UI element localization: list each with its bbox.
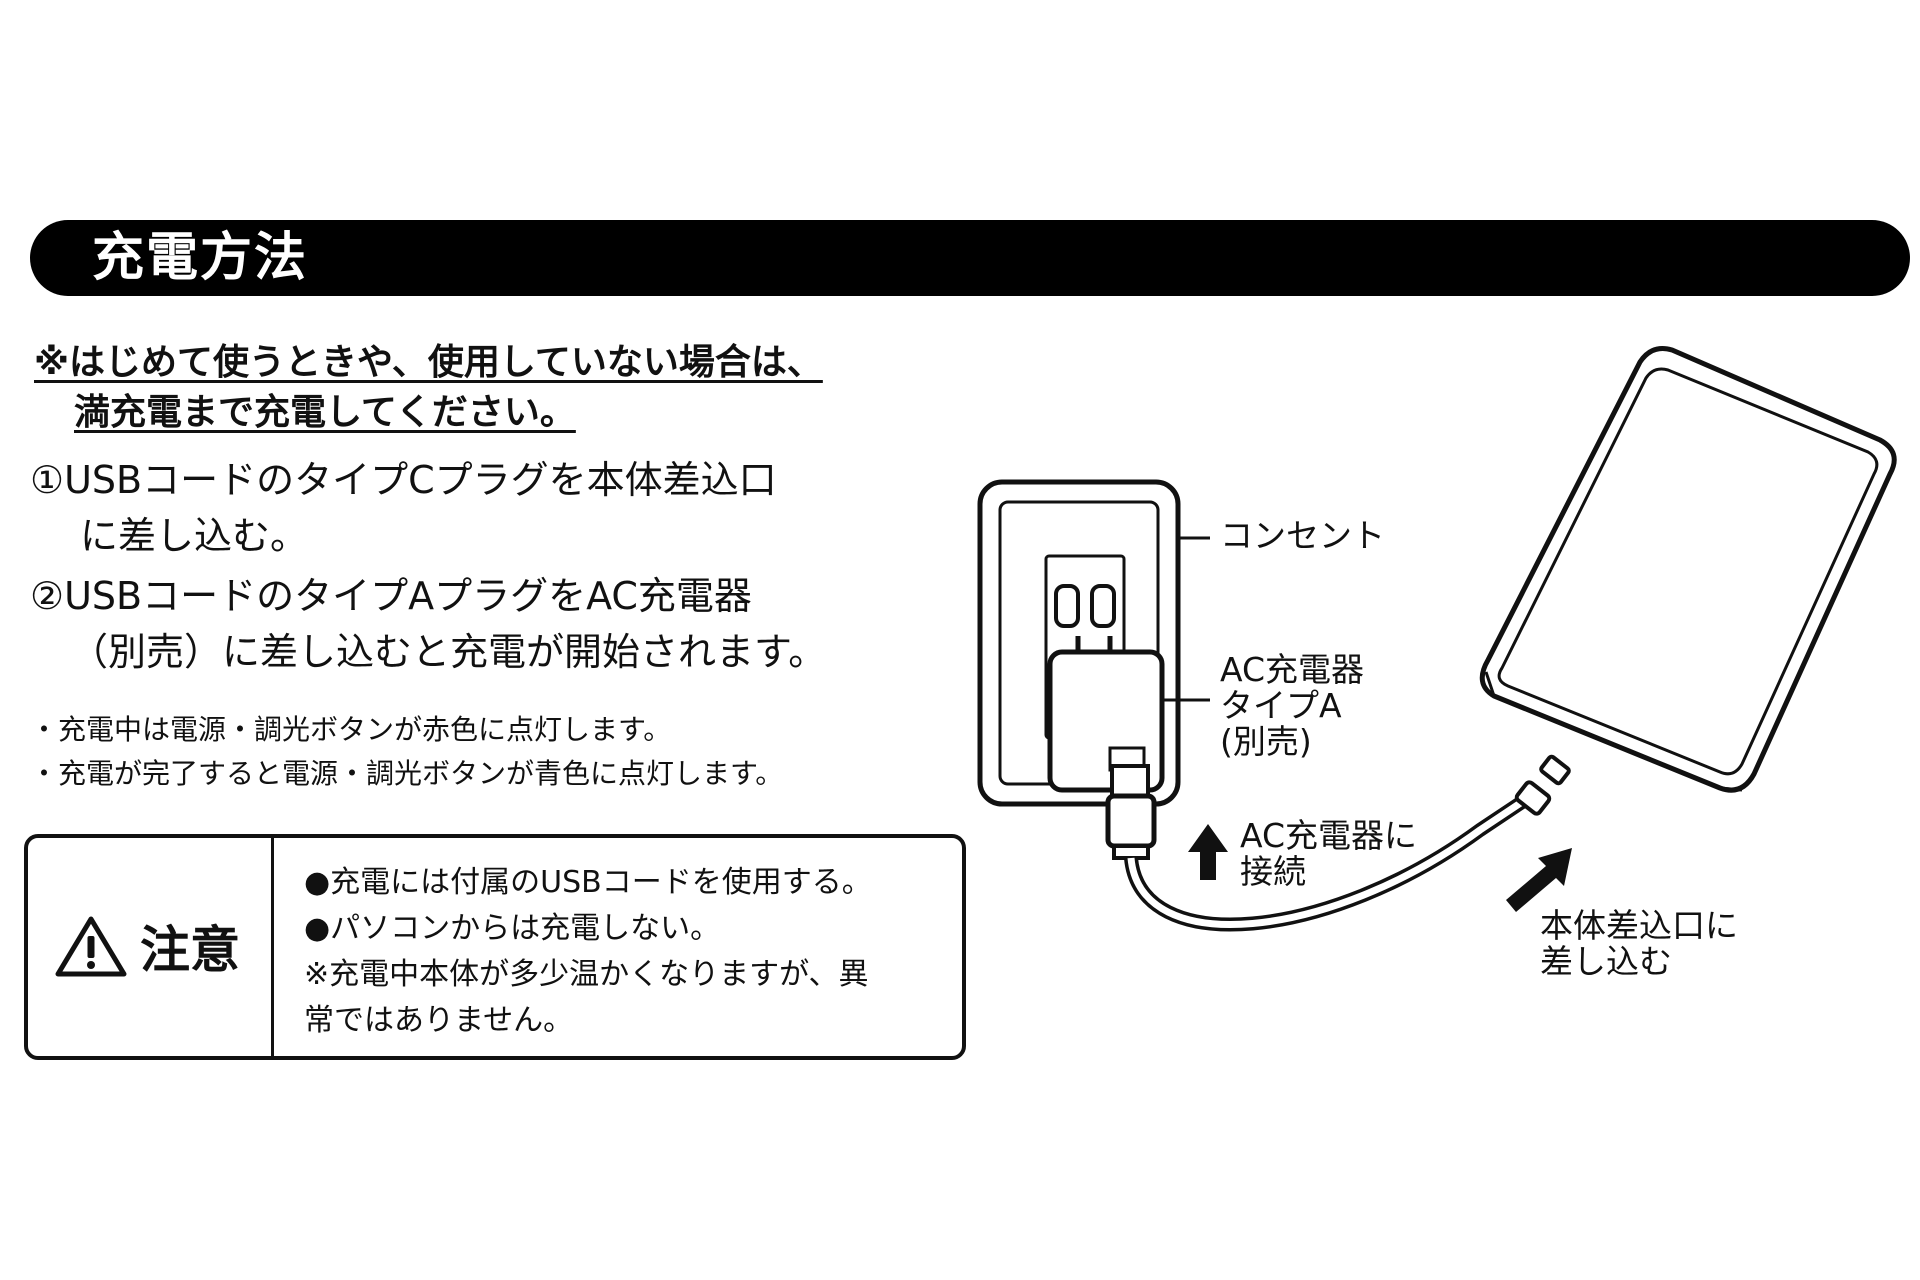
warning-triangle-icon [55, 916, 127, 977]
connect-label: AC充電器に 接続 [1240, 818, 1417, 890]
caution-line-3: ※充電中本体が多少温かくなりますが、異 [304, 957, 869, 992]
insert-label-line-2: 差し込む [1540, 942, 1672, 981]
step-1-line-1: ①USBコードのタイプCプラグを本体差込口 [30, 458, 777, 502]
caution-line-1: ●充電には付属のUSBコードを使用する。 [304, 865, 872, 900]
step-1: ①USBコードのタイプCプラグを本体差込口 に差し込む。 [30, 452, 777, 564]
caution-label: 注意 [140, 921, 240, 979]
note-list: ・充電中は電源・調光ボタンが赤色に点灯します。 ・充電が完了すると電源・調光ボタ… [30, 708, 783, 796]
notice-line-2: 満充電まで充電してください。 [74, 392, 576, 433]
usb-cable [1105, 754, 1571, 932]
arrow-connect-icon [1188, 824, 1228, 880]
charger-label-line-1: AC充電器 [1220, 650, 1365, 689]
section-title: 充電方法 [92, 228, 309, 288]
step-1-line-2: に差し込む。 [80, 514, 309, 558]
caution-text: ●充電には付属のUSBコードを使用する。 ●パソコンからは充電しない。 ※充電中… [304, 860, 872, 1044]
caution-heading: 注意 [54, 910, 240, 982]
caution-line-4: 常ではありません。 [304, 1003, 574, 1038]
note-item-complete: ・充電が完了すると電源・調光ボタンが青色に点灯します。 [30, 757, 784, 790]
connect-label-line-1: AC充電器に [1240, 816, 1418, 855]
caution-divider [271, 838, 274, 1056]
insert-label-line-1: 本体差込口に [1540, 906, 1738, 945]
charger-label-line-3: (別売) [1220, 722, 1312, 761]
caution-box: 注意 ●充電には付属のUSBコードを使用する。 ●パソコンからは充電しない。 ※… [24, 834, 966, 1060]
step-2-line-2: （別売）に差し込むと充電が開始されます。 [70, 630, 827, 674]
section-header-bar: 充電方法 [30, 220, 1910, 296]
insert-label: 本体差込口に 差し込む [1540, 908, 1738, 980]
charger-label-line-2: タイプA [1220, 686, 1342, 725]
charger-label: AC充電器 タイプA (別売) [1220, 652, 1364, 760]
arrow-insert-icon [1506, 848, 1572, 912]
caution-line-2: ●パソコンからは充電しない。 [304, 911, 721, 946]
step-2: ②USBコードのタイプAプラグをAC充電器 （別売）に差し込むと充電が開始されま… [30, 568, 826, 680]
note-item-charging: ・充電中は電源・調光ボタンが赤色に点灯します。 [30, 713, 672, 746]
step-2-line-1: ②USBコードのタイプAプラグをAC充電器 [30, 574, 752, 618]
light-unit-body [1479, 346, 1897, 793]
connect-label-line-2: 接続 [1240, 852, 1306, 891]
notice-line-1: ※はじめて使うときや、使用していない場合は、 [34, 342, 823, 383]
first-use-notice: ※はじめて使うときや、使用していない場合は、 満充電まで充電してください。 [34, 338, 823, 438]
outlet-label: コンセント [1220, 516, 1385, 555]
